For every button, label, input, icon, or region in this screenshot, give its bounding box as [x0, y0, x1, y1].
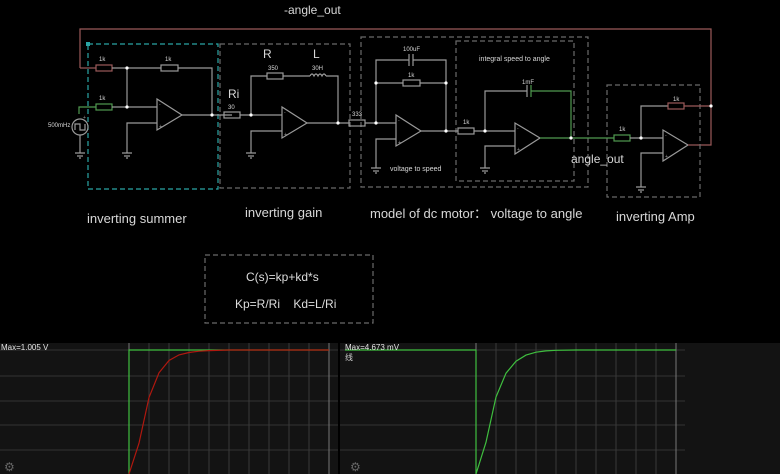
svg-text:+: + — [83, 115, 86, 121]
summer-r-input-label: 1k — [99, 96, 106, 102]
scope-2-sub-label: 线 — [345, 353, 353, 362]
feedback-wire — [79, 28, 712, 105]
motor-r2-value: 1k — [463, 120, 470, 126]
motor-box — [360, 36, 589, 188]
scope-panel-2[interactable]: Max=4.673 mV 线 ⚙ — [340, 343, 780, 474]
svg-text:-: - — [517, 126, 519, 132]
feedback-wire-out — [697, 105, 712, 146]
source-frequency-label: 500mHz — [48, 123, 71, 129]
circuit-schematic: - + - + - + - + - + + — [71, 28, 713, 324]
gain-box — [219, 43, 351, 189]
motor-c1-value: 100uF — [403, 47, 421, 53]
svg-text:+: + — [398, 140, 401, 146]
amp-r-feedback-value: 1k — [673, 97, 680, 103]
amp-box — [606, 84, 701, 198]
gain-ri-value: 30 — [228, 105, 235, 111]
gain-r-value: 350 — [268, 66, 279, 72]
feedback-net-label: -angle_out — [284, 3, 341, 17]
scope-1-plot — [0, 343, 338, 474]
summer-title: inverting summer — [87, 211, 187, 226]
svg-text:+: + — [517, 147, 520, 153]
svg-text:+: + — [284, 132, 287, 138]
equation-box — [204, 254, 374, 324]
scope-panel-1[interactable]: Max=1.005 V ⚙ — [0, 343, 338, 474]
amp-title: inverting Amp — [616, 209, 695, 224]
motor-c2-value: 1mF — [522, 80, 534, 86]
svg-text:-: - — [398, 118, 400, 124]
svg-text:+: + — [159, 124, 162, 130]
summer-r-feedback-in-label: 1k — [99, 57, 106, 63]
scope-1-max-label: Max=1.005 V — [1, 343, 49, 352]
gain-l-label: L — [313, 47, 320, 61]
motor-r1-value: 1k — [408, 73, 415, 79]
gear-icon[interactable]: ⚙ — [4, 460, 15, 474]
gain-equation: Kp=R/Ri Kd=L/Ri — [235, 297, 337, 311]
integral-box — [455, 40, 575, 182]
gear-icon[interactable]: ⚙ — [350, 460, 361, 474]
amp-r-in-value: 1k — [619, 127, 626, 133]
motor-title: model of dc motor： voltage to angle — [370, 206, 583, 221]
output-net-label: angle_out — [571, 152, 624, 166]
svg-text:+: + — [665, 154, 668, 160]
motor-r-in-value: 333 — [352, 112, 363, 118]
svg-text:-: - — [665, 133, 667, 139]
svg-text:-: - — [284, 110, 286, 116]
gain-l-value: 30H — [312, 66, 324, 72]
summer-r-feedback-label: 1k — [165, 57, 172, 63]
svg-text:-: - — [159, 102, 161, 108]
scope-2-plot — [340, 343, 685, 474]
gain-ri-label: Ri — [228, 87, 240, 101]
trace-error — [475, 349, 676, 474]
voltage-to-speed-label: voltage to speed — [390, 166, 442, 173]
trace-angle_out — [128, 349, 329, 474]
gain-title: inverting gain — [245, 205, 323, 220]
integral-speed-to-angle-label: integral speed to angle — [479, 56, 550, 63]
transfer-function-equation: C(s)=kp+kd*s — [246, 270, 319, 284]
gain-r-label: R — [263, 47, 272, 61]
scope-2-max-label: Max=4.673 mV — [345, 343, 400, 352]
summer-box — [87, 43, 219, 190]
